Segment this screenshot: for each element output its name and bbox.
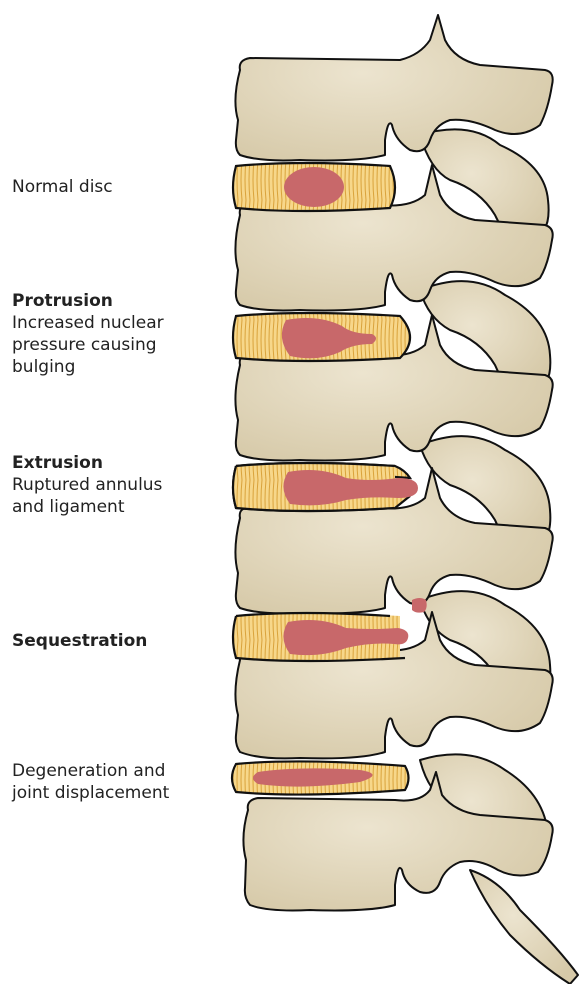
disc-protrusion xyxy=(233,313,410,361)
sequestered-fragment xyxy=(412,598,427,613)
disc-normal xyxy=(233,163,395,211)
nucleus-normal xyxy=(284,167,344,207)
disc-degeneration xyxy=(232,761,409,794)
disc-extrusion xyxy=(233,463,418,511)
vertebra-1 xyxy=(235,15,552,160)
